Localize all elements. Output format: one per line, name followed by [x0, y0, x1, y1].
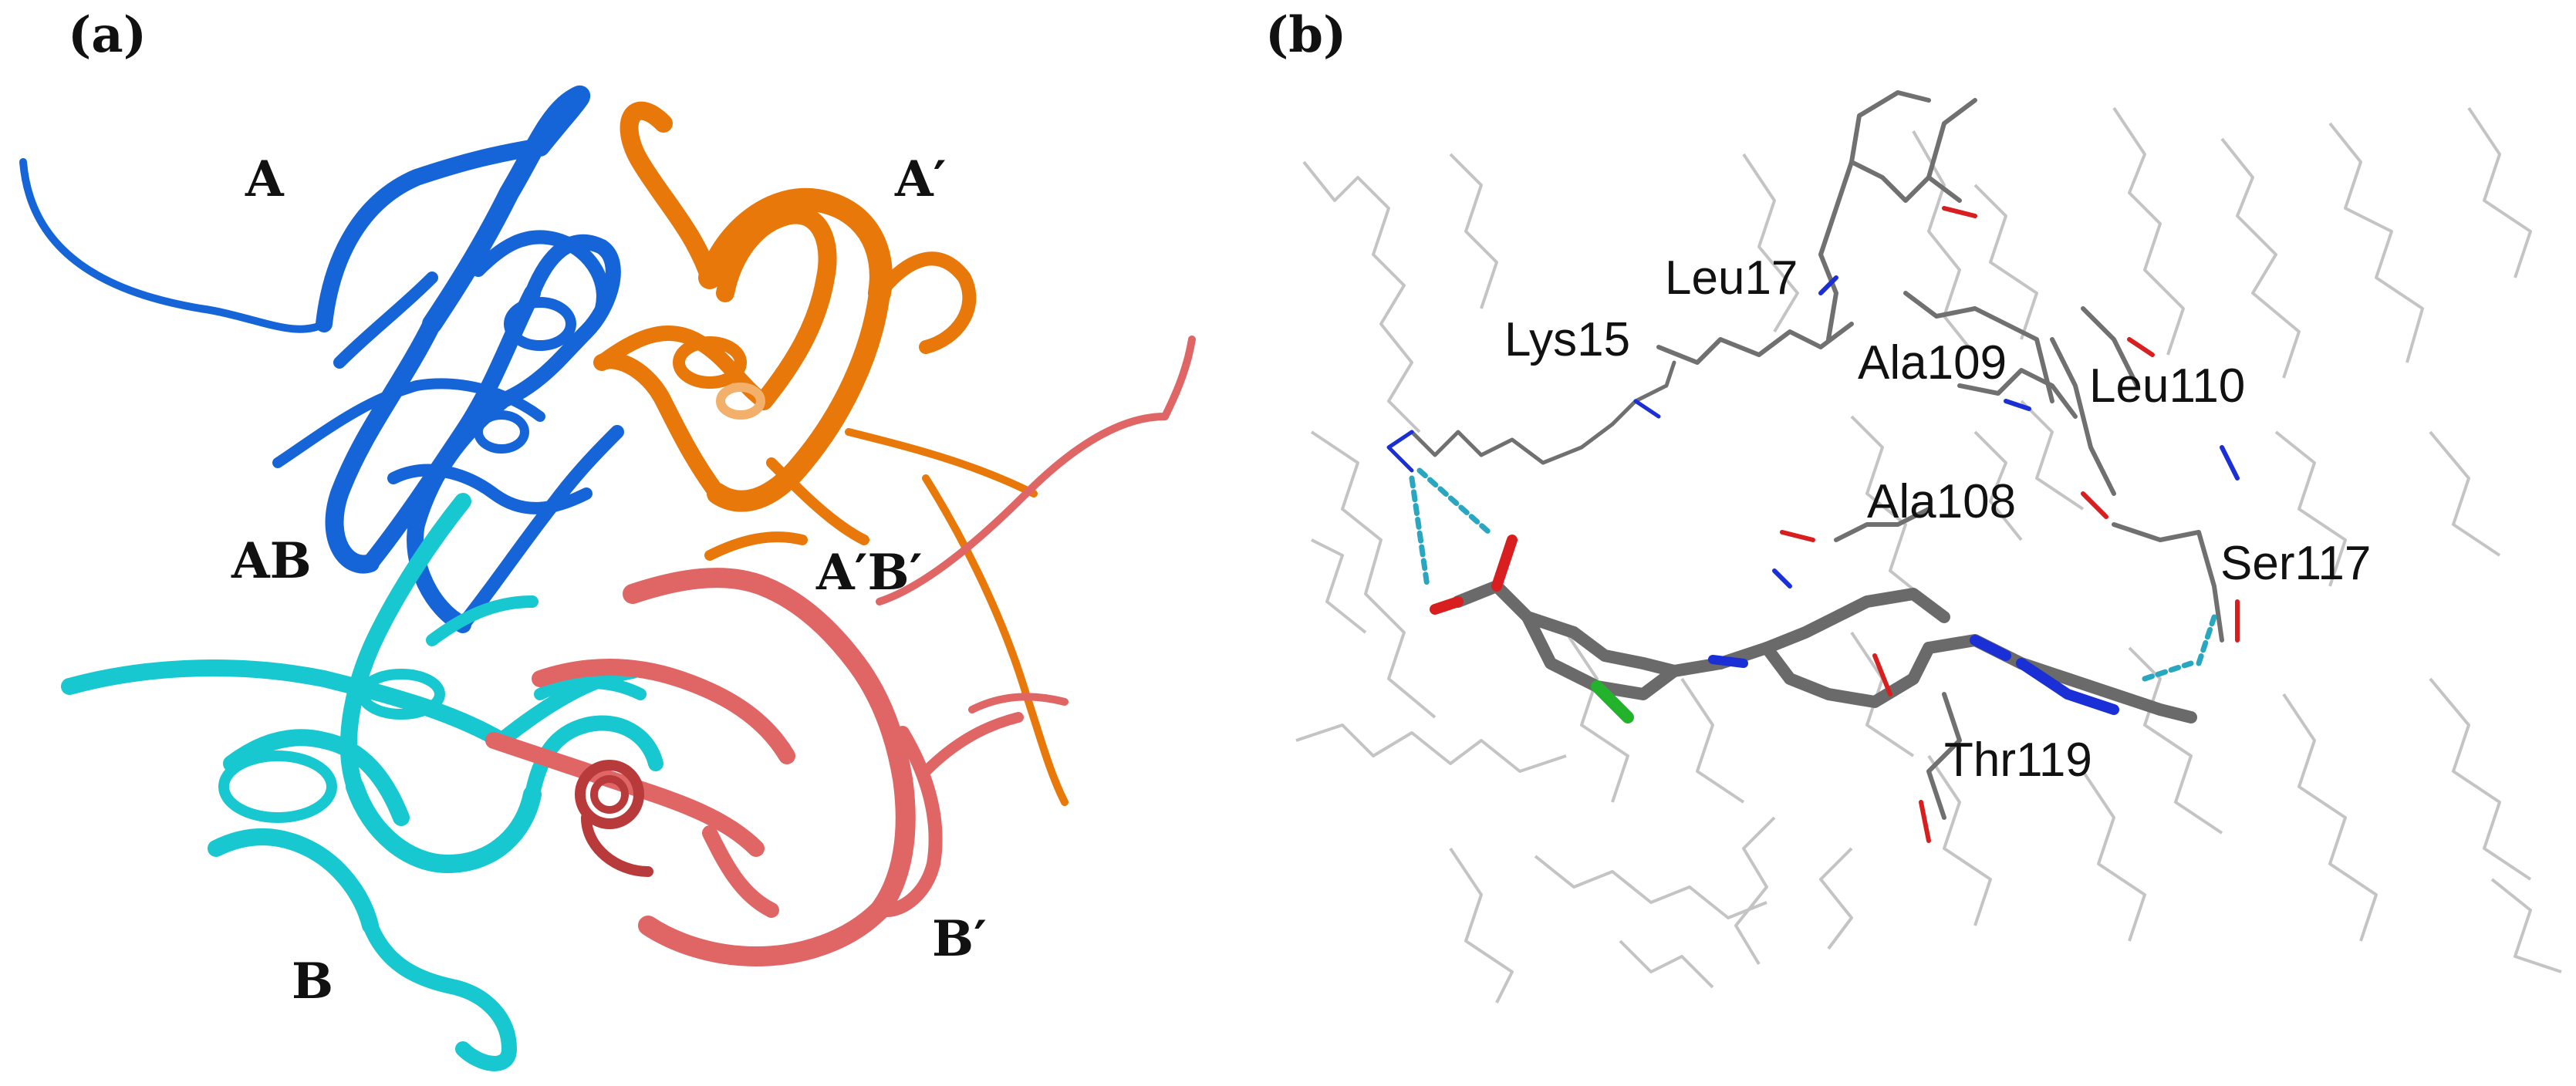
- protein-wireframe: [1295, 106, 2562, 1003]
- chain-b-ribbon: [61, 493, 663, 1071]
- residue-label-ser117: Ser117: [2220, 537, 2372, 590]
- residue-label-ala108: Ala108: [1867, 475, 2017, 528]
- panel-a-label: (a): [68, 6, 147, 64]
- residue-label-leu17: Leu17: [1665, 251, 1798, 305]
- residue-label-lys15: Lys15: [1504, 313, 1631, 366]
- chain-label-a-prime: A′: [895, 150, 947, 208]
- chain-label-a: A: [245, 150, 284, 208]
- chain-label-b: B: [292, 953, 334, 1010]
- chain-label-a-prime-b-prime: A′B′: [816, 544, 923, 602]
- chain-a-ribbon: [19, 85, 624, 633]
- chain-b-prime-ribbon: [485, 336, 1196, 966]
- chain-a-prime-ribbon: [593, 101, 1069, 806]
- panel-b-label: (b): [1265, 6, 1347, 64]
- ligand-structure: [1430, 535, 2197, 723]
- hydrogen-bonds: [1409, 467, 2217, 682]
- residue-label-ala109: Ala109: [1858, 336, 2007, 390]
- panel-a-ribbon-diagram: [19, 85, 1196, 1071]
- atom-accents: [1772, 206, 2240, 843]
- residue-label-thr119: Thr119: [1944, 734, 2092, 787]
- chain-label-b-prime: B′: [932, 910, 987, 968]
- residue-label-leu110: Leu110: [2089, 359, 2246, 413]
- chain-label-ab: AB: [231, 532, 312, 590]
- lys15-sidechain: [1386, 360, 1676, 473]
- residue-sticks: [1656, 90, 2224, 820]
